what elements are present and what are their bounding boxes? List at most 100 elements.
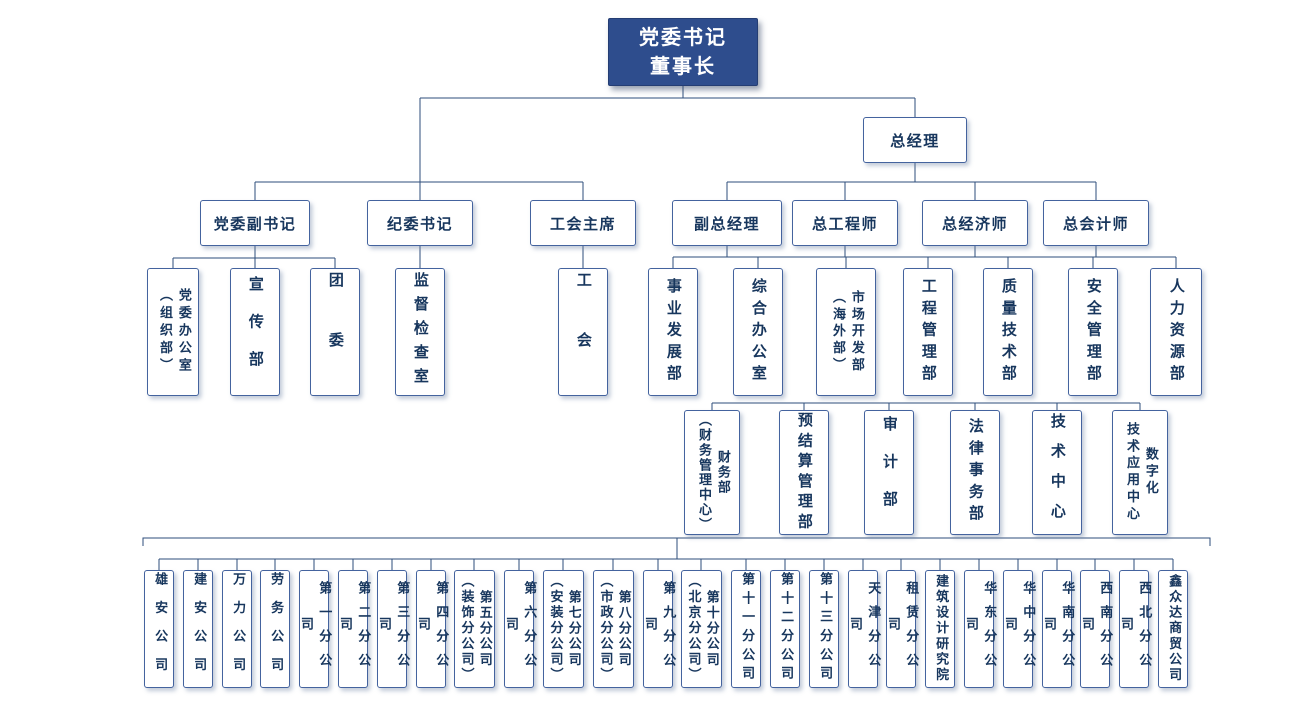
node-label: 第三分公司 (376, 580, 410, 678)
node-label: 总经理 (890, 131, 940, 150)
company-node: 第十分公司 （北京分公司） (681, 570, 722, 688)
node-label: 第一分公司 (298, 580, 332, 678)
node-label: 监督检查室 (411, 272, 430, 392)
node-label: 工会 (574, 272, 593, 392)
node-label: 党委书记 董事长 (639, 25, 727, 78)
company-node: 建安公司 (183, 570, 213, 688)
node-label: 雄安公司 (152, 571, 168, 687)
node-deputy-party-secretary: 党委副书记 (200, 200, 310, 246)
node-label: 宣传部 (246, 275, 265, 389)
node-label: 第六分公司 (503, 580, 537, 678)
node-label: 第二分公司 (337, 580, 371, 678)
dept-node: 数字化 技术应用中心 (1112, 410, 1168, 535)
dept-node: 宣传部 (230, 268, 280, 396)
node-label: 华中分公司 (1002, 580, 1036, 678)
company-node: 第三分公司 (376, 570, 410, 688)
node-label: 纪委书记 (386, 214, 453, 233)
node-label: 总经济师 (941, 214, 1008, 233)
dept-node: 综合办公室 (733, 268, 783, 396)
company-node: 第四分公司 (415, 570, 449, 688)
company-node: 西北分公司 (1118, 570, 1152, 688)
node-chief-engineer: 总工程师 (792, 200, 898, 246)
company-node: 第六分公司 (503, 570, 537, 688)
node-label: 数字化 技术应用中心 (1124, 421, 1158, 524)
company-node: 华南分公司 (1041, 570, 1075, 688)
company-node: 天津分公司 (847, 570, 881, 688)
dept-node: 人力资源部 (1150, 268, 1202, 396)
company-node: 租赁分公司 (885, 570, 919, 688)
node-label: 第七分公司 （安装分公司） (547, 574, 581, 684)
node-label: 鑫众达商贸公司 (1166, 574, 1182, 684)
node-label: 西北分公司 (1118, 580, 1152, 678)
node-label: 工会主席 (549, 214, 616, 233)
dept-node: 党委办公室 （组织部） (147, 268, 199, 396)
node-label: 第十二分公司 (778, 572, 794, 686)
node-label: 劳务公司 (268, 571, 284, 687)
company-node: 劳务公司 (260, 570, 290, 688)
dept-node: 审计部 (864, 410, 914, 535)
node-general-manager: 总经理 (863, 117, 967, 163)
node-label: 第四分公司 (415, 580, 449, 678)
node-label: 天津分公司 (847, 580, 881, 678)
node-label: 西南分公司 (1079, 580, 1113, 678)
node-label: 第九分公司 (642, 580, 676, 678)
company-node: 第九分公司 (642, 570, 676, 688)
company-node: 雄安公司 (144, 570, 174, 688)
dept-node: 财务部 （财务管理中心） (684, 410, 740, 535)
company-node: 第一分公司 (298, 570, 332, 688)
node-label: 第十一分公司 (739, 572, 755, 686)
node-label: 技术中心 (1048, 412, 1067, 533)
node-label: 第五分公司 （装饰分公司） (458, 574, 492, 684)
company-node: 建筑设计研究院 (925, 570, 955, 688)
node-label: 工程管理部 (919, 277, 938, 387)
node-label: 预结算管理部 (795, 411, 814, 534)
node-label: 事业发展部 (664, 277, 683, 387)
company-node: 第八分公司 （市政分公司） (593, 570, 634, 688)
node-label: 人力资源部 (1167, 277, 1186, 387)
node-chief-economist: 总经济师 (922, 200, 1028, 246)
company-node: 第十二分公司 (770, 570, 800, 688)
node-label: 审计部 (880, 416, 899, 529)
node-label: 市场开发部 （海外部） (830, 289, 864, 375)
company-node: 华东分公司 (963, 570, 997, 688)
node-discipline-secretary: 纪委书记 (367, 200, 473, 246)
dept-node: 法律事务部 (950, 410, 1000, 535)
dept-node: 事业发展部 (648, 268, 698, 396)
node-label: 团委 (326, 272, 345, 392)
company-node: 第二分公司 (337, 570, 371, 688)
company-node: 第十一分公司 (731, 570, 761, 688)
dept-node: 监督检查室 (395, 268, 445, 396)
node-label: 副总经理 (693, 214, 760, 233)
node-label: 万力公司 (230, 571, 246, 687)
node-label: 华南分公司 (1041, 580, 1075, 678)
dept-node: 团委 (310, 268, 360, 396)
node-label: 建筑设计研究院 (933, 574, 949, 684)
node-label: 总工程师 (811, 214, 878, 233)
dept-node: 技术中心 (1032, 410, 1082, 535)
company-node: 第十三分公司 (809, 570, 839, 688)
dept-node: 质量技术部 (983, 268, 1033, 396)
node-label: 质量技术部 (999, 277, 1018, 387)
node-label: 综合办公室 (749, 277, 768, 387)
company-node: 西南分公司 (1079, 570, 1113, 688)
node-label: 第十三分公司 (817, 572, 833, 686)
dept-node: 市场开发部 （海外部） (816, 268, 876, 396)
node-label: 建安公司 (191, 571, 207, 687)
node-deputy-general-manager: 副总经理 (672, 200, 782, 246)
company-node: 华中分公司 (1002, 570, 1036, 688)
node-label: 第八分公司 （市政分公司） (597, 574, 631, 684)
node-label: 租赁分公司 (885, 580, 919, 678)
node-label: 财务部 （财务管理中心） (696, 412, 730, 533)
node-label: 总会计师 (1062, 214, 1129, 233)
company-node: 鑫众达商贸公司 (1158, 570, 1188, 688)
company-node: 第七分公司 （安装分公司） (543, 570, 584, 688)
node-label: 华东分公司 (963, 580, 997, 678)
dept-node: 预结算管理部 (779, 410, 829, 535)
dept-node: 工会 (558, 268, 608, 396)
node-party-secretary-chairman: 党委书记 董事长 (608, 18, 758, 86)
dept-node: 工程管理部 (903, 268, 953, 396)
node-label: 安全管理部 (1084, 277, 1103, 387)
node-label: 法律事务部 (966, 418, 985, 527)
